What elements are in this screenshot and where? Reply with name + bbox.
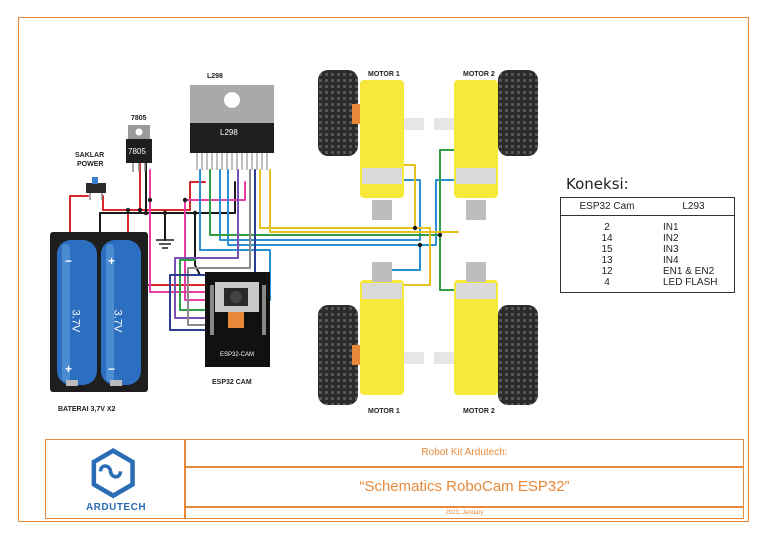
target-cell: IN1: [663, 222, 679, 233]
wire-green-3: [179, 259, 211, 311]
connections-header: ESP32 Cam L293: [561, 198, 734, 216]
target-cell: IN4: [663, 255, 679, 266]
l298-label: L298: [207, 73, 223, 80]
wire-yellow-3: [269, 169, 459, 233]
esp32-cam-board: [205, 272, 270, 367]
wire-red-main: [102, 181, 206, 211]
title-block: ARDUTECH Robot Kit Ardutech: “Schematics…: [45, 439, 744, 521]
battery-label: BATERAI 3,7V X2: [58, 406, 116, 413]
switch-label: SAKLAR: [75, 152, 105, 159]
wires: [69, 149, 459, 331]
target-cell: LED FLASH: [663, 277, 718, 288]
wire-magenta: [149, 169, 211, 293]
battery-minus-right: −: [108, 362, 116, 376]
wire-purple-1: [174, 169, 239, 319]
switch-label-2: POWER: [77, 161, 104, 168]
pin-cell: 12: [601, 266, 613, 277]
ground-symbol: [156, 239, 174, 249]
battery-plus-right: +: [108, 254, 116, 268]
l298-driver: [190, 85, 274, 170]
footer-kit-title: Robot Kit Ardutech:: [185, 439, 744, 467]
ardutech-logo-icon: [91, 448, 135, 499]
wire-blue-2: [219, 169, 421, 241]
table-row: 2 IN1: [561, 222, 734, 233]
wire-yellow-2: [384, 227, 431, 286]
reg-chip-text: 7805: [128, 147, 146, 156]
motor-2-bottom-label: MOTOR 2: [463, 408, 495, 415]
target-cell: EN1 & EN2: [663, 266, 715, 277]
pin-cell: 2: [604, 222, 610, 233]
pin-cell: 15: [601, 244, 613, 255]
header-esp32: ESP32 Cam: [579, 201, 635, 212]
motor-2-top: [434, 70, 538, 220]
logo-box: ARDUTECH: [45, 439, 185, 519]
table-row: 13 IN4: [561, 255, 734, 266]
table-row: 4 LED FLASH: [561, 277, 734, 288]
motor-2-bottom: [434, 262, 538, 405]
esp-board-text: ESP32-CAM: [220, 352, 255, 358]
brand-name: ARDUTECH: [85, 502, 147, 513]
table-row: 12 EN1 & EN2: [561, 266, 734, 277]
motor-1-bottom-label: MOTOR 1: [368, 408, 400, 415]
battery-plus-left: +: [65, 362, 73, 376]
motor-2-top-label: MOTOR 2: [463, 71, 495, 78]
wire-navy-1: [169, 169, 256, 331]
l298-chip-text: L298: [220, 128, 238, 137]
junctions: [125, 197, 443, 248]
pin-cell: 4: [604, 277, 610, 288]
drawing-frame: [18, 17, 749, 522]
battery-pack: [50, 232, 148, 392]
battery-cell-right: 3.7V: [111, 309, 124, 333]
wire-blue-4: [384, 244, 421, 271]
footer-schematic-title: “Schematics RoboCam ESP32”: [185, 467, 744, 507]
pin-cell: 13: [601, 255, 613, 266]
battery-minus-left: −: [65, 254, 73, 268]
connections-table: ESP32 Cam L293 2 IN1 14 IN2 15 IN3 13 IN…: [560, 197, 735, 293]
table-row: 15 IN3: [561, 244, 734, 255]
pin-cell: 14: [601, 233, 613, 244]
motor-1-top-label: MOTOR 1: [368, 71, 400, 78]
footer-date: 2023, January: [185, 507, 744, 519]
target-cell: IN3: [663, 244, 679, 255]
power-switch: [86, 177, 106, 200]
wire-blue-3: [227, 169, 459, 246]
wire-green-2: [439, 234, 459, 291]
wire-black-esp: [194, 212, 211, 276]
motor-1-bottom: [318, 262, 424, 405]
target-cell: IN2: [663, 233, 679, 244]
table-row: 14 IN2: [561, 233, 734, 244]
connections-title: Koneksi:: [566, 175, 629, 193]
header-l293: L293: [682, 201, 705, 212]
reg-label: 7805: [131, 115, 147, 122]
wire-black-gnd: [99, 181, 236, 239]
battery-cell-left: 3.7V: [69, 309, 82, 333]
motor-1-top: [318, 70, 424, 220]
voltage-regulator: [126, 125, 152, 172]
esp32-cam-label: ESP32 CAM: [212, 379, 252, 386]
wire-red-switch: [69, 195, 89, 239]
wire-gray-1: [187, 169, 251, 326]
